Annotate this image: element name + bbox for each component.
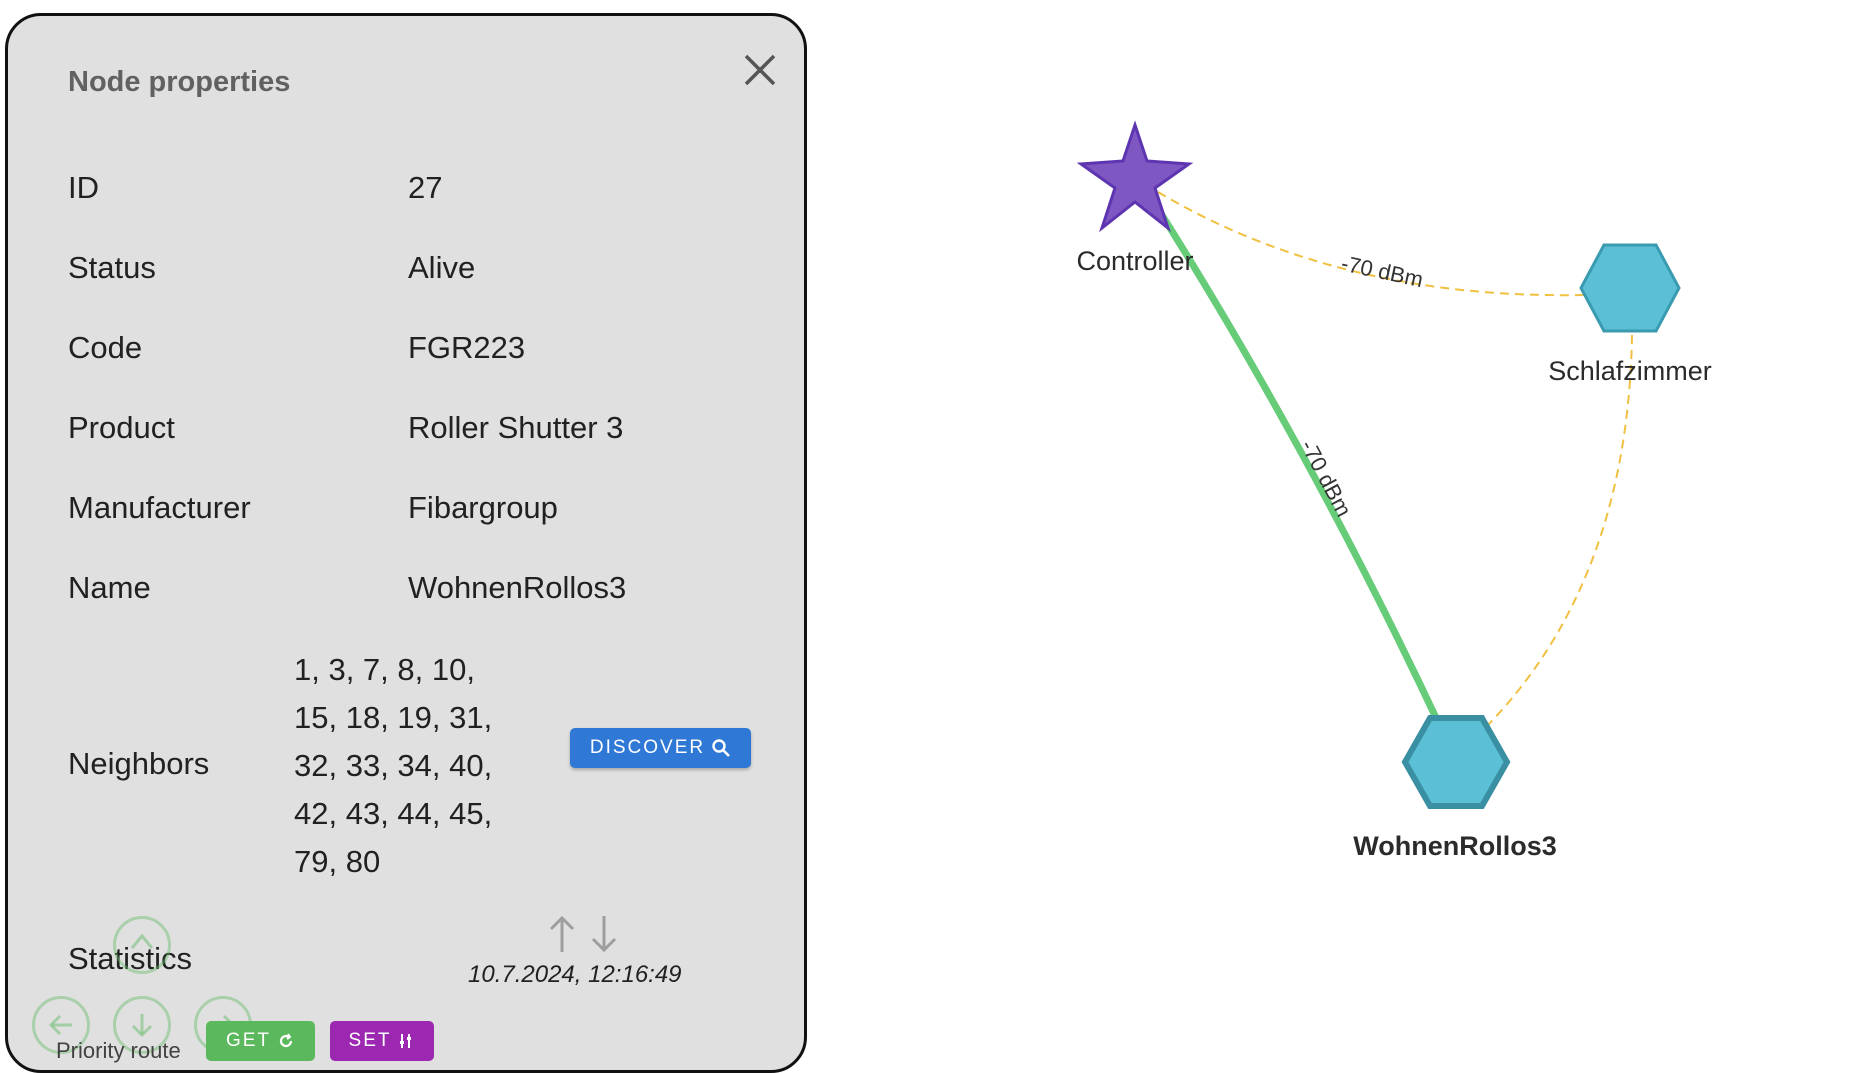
arrow-left-icon: [48, 1014, 72, 1036]
controller-node-label: Controller: [1076, 246, 1193, 276]
edge-schlafzimmer-wohnen[interactable]: [1487, 334, 1633, 726]
arrow-up-icon: [130, 933, 154, 949]
code-label: Code: [68, 330, 143, 365]
edge-label-controller-schlafzimmer: -70 dBm: [1339, 250, 1426, 292]
close-icon: [744, 54, 776, 86]
edge-controller-schlafzimmer[interactable]: [1157, 191, 1586, 297]
close-button[interactable]: [736, 46, 784, 94]
code-value: FGR223: [408, 330, 526, 365]
status-label: Status: [68, 250, 156, 285]
controller-node[interactable]: [1076, 120, 1194, 233]
neighbors-line: 32, 33, 34, 40,: [294, 748, 493, 783]
wohnen-rollos3-node[interactable]: [1401, 715, 1511, 809]
edge-controller-wohnen[interactable]: [1157, 210, 1442, 724]
wohnen-rollos3-node-label: WohnenRollos3: [1353, 831, 1557, 861]
discover-button[interactable]: DISCOVER: [570, 728, 751, 768]
pad-up-button[interactable]: [113, 916, 171, 974]
schlafzimmer-node[interactable]: [1579, 243, 1681, 333]
manufacturer-value: Fibargroup: [408, 490, 558, 525]
neighbors-line: 42, 43, 44, 45,: [294, 796, 493, 831]
neighbors-label: Neighbors: [68, 746, 210, 781]
product-value: Roller Shutter 3: [408, 410, 624, 445]
node-properties-panel: Node properties ID 27 Status Alive Code …: [5, 13, 807, 1073]
id-label: ID: [68, 170, 99, 205]
manufacturer-label: Manufacturer: [68, 490, 251, 525]
schlafzimmer-node-label: Schlafzimmer: [1548, 356, 1712, 386]
discover-button-label: DISCOVER: [589, 737, 706, 758]
panel-title: Node properties: [68, 66, 291, 98]
id-value: 27: [408, 170, 443, 205]
product-label: Product: [68, 410, 175, 445]
network-graph[interactable]: -70 dBm -70 dBm Controller Schlafzimmer …: [0, 0, 1874, 1046]
neighbors-list: 1, 3, 7, 8, 10, 15, 18, 19, 31, 32, 33, …: [294, 646, 534, 886]
statistics-timestamp: 10.7.2024, 12:16:49: [468, 961, 682, 988]
neighbors-line: 15, 18, 19, 31,: [294, 700, 493, 735]
status-value: Alive: [408, 250, 476, 285]
neighbors-line: 79, 80: [294, 844, 381, 879]
arrow-down-icon: [591, 916, 617, 953]
edge-label-controller-wohnen: -70 dBm: [1296, 436, 1357, 521]
search-icon: [712, 739, 731, 757]
arrow-down-icon: [131, 1014, 153, 1038]
refresh-icon: [279, 1033, 293, 1048]
statistics-arrows: [548, 914, 618, 954]
arrow-up-icon: [549, 915, 575, 952]
name-value: WohnenRollos3: [408, 570, 627, 605]
name-label: Name: [68, 570, 151, 605]
neighbors-line: 1, 3, 7, 8, 10,: [294, 652, 475, 687]
